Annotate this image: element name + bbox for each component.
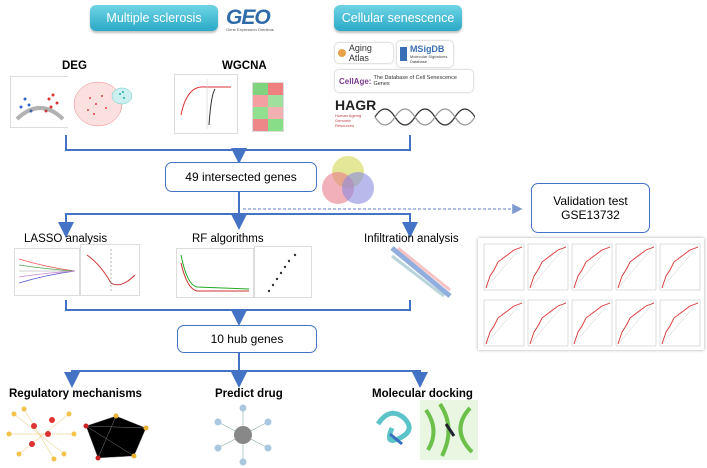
venn-diagram [312,150,384,210]
hagr-text: HAGR [335,97,377,113]
intersected-genes-label: 49 intersected genes [185,170,297,184]
hub-genes-label: 10 hub genes [210,332,284,346]
aging-atlas-text: Aging Atlas [348,43,372,63]
geo-logo: GEO Gene Expression Omnibus [226,6,276,36]
roc-diagonal [617,301,655,345]
lasso-coefficient-thumbnail [14,248,80,296]
roc-curve [617,246,655,289]
cellage-logo: CellAge: The Database of Cell Senescence… [335,70,473,92]
volcano-plot-thumbnail [10,76,70,128]
arrow-join-hub [65,300,411,311]
immune-heatmap-thumbnail [388,244,454,300]
msigdb-icon [400,47,407,61]
roc-diagonal [661,301,699,345]
roc-curve [485,302,523,345]
docking-structure-left [370,404,420,454]
roc-curve [529,302,567,345]
roc-diagonal [529,245,567,289]
validation-test-box: Validation test GSE13732 [531,183,650,233]
roc-diagonal [661,245,699,289]
roc-curve [661,302,699,345]
deg-label: DEG [62,60,87,72]
rf-label: RF algorithms [192,233,264,245]
docking-structure-right [420,400,478,460]
geo-logo-text: GEO [226,6,271,29]
roc-diagonal [485,245,523,289]
cellage-sub: The Database of Cell Senescence Genes [373,75,457,87]
wgcna-label: WGCNA [222,60,267,72]
arrow-split-bottom [71,370,421,381]
roc-diagonal [529,301,567,345]
regulatory-network-left [4,404,82,466]
rf-importance-thumbnail [254,246,312,298]
roc-curve [529,246,567,289]
roc-diagonal [573,301,611,345]
module-heatmap-thumbnail [252,82,284,132]
regulatory-label: Regulatory mechanisms [9,388,142,400]
drug-network-thumbnail [212,404,274,466]
multiple-sclerosis-label: Multiple sclerosis [106,11,202,25]
rf-error-thumbnail [176,248,254,298]
roc-diagonal [617,245,655,289]
infiltration-label: Infiltration analysis [364,233,459,245]
validation-line2: GSE13732 [561,208,620,222]
hagr-sub: Human Ageing Genomic Resources [335,113,362,128]
docking-label: Molecular docking [372,388,473,400]
geo-logo-sub: Gene Expression Omnibus [226,27,274,32]
intersected-genes-box: 49 intersected genes [165,162,317,192]
msigdb-logo: MSigDB Molecular Signatures Database [397,41,453,67]
hub-genes-box: 10 hub genes [177,325,317,353]
msigdb-sub: Molecular Signatures Database [409,54,448,64]
cellular-senescence-pill: Cellular senescence [334,5,462,31]
hagr-logo: HAGR Human Ageing Genomic Resources [335,97,475,135]
roc-curve [485,246,523,289]
cellular-senescence-label: Cellular senescence [341,11,455,25]
roc-curve [661,246,699,289]
msigdb-text: MSigDB [409,44,445,54]
arrow-top-join [65,135,411,151]
roc-diagonal [485,301,523,345]
cellage-title: CellAge: [339,76,372,86]
lasso-label: LASSO analysis [24,233,108,245]
dna-helix-icon [374,108,475,126]
roc-curves-panel [478,238,704,350]
pca-plot-thumbnail [68,74,134,132]
aging-atlas-icon [338,49,346,57]
validation-line1: Validation test [553,194,628,208]
roc-curve [573,302,611,345]
roc-curve [573,246,611,289]
roc-diagonal [573,245,611,289]
scale-independence-thumbnail [174,74,238,134]
multiple-sclerosis-pill: Multiple sclerosis [90,5,218,31]
lasso-cv-thumbnail [80,244,140,296]
aging-atlas-logo: Aging Atlas [335,43,393,63]
predict-drug-label: Predict drug [215,388,283,400]
roc-curve [617,302,655,345]
regulatory-network-right [76,406,154,464]
